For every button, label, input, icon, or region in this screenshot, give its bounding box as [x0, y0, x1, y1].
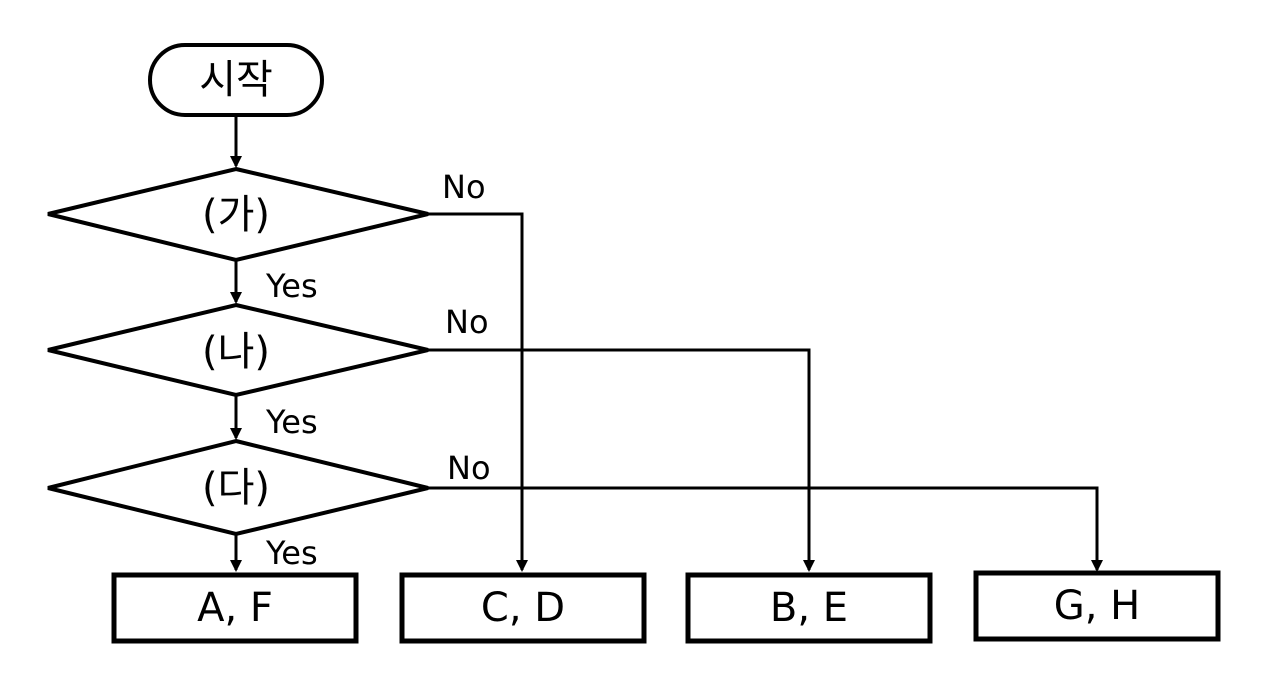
decision-1-label: (가)	[202, 192, 270, 238]
outcome-3-label: B, E	[770, 585, 848, 631]
outcome-1-label: A, F	[197, 585, 273, 631]
decision-1-yes-label: Yes	[265, 267, 318, 305]
edge-decision-2-no	[428, 348, 815, 572]
edge-decision-1-no	[428, 212, 528, 572]
outcome-node-3: B, E	[685, 572, 933, 644]
outcome-2-label: C, D	[481, 585, 565, 631]
decision-2-yes-label: Yes	[265, 403, 318, 441]
start-label: 시작	[199, 57, 273, 103]
decision-2-no-label: No	[445, 303, 489, 341]
outcome-4-label: G, H	[1054, 583, 1141, 629]
decision-3-label: (다)	[202, 465, 270, 511]
outcome-node-1: A, F	[111, 572, 359, 644]
outcome-node-4: G, H	[973, 570, 1221, 642]
decision-1-no-label: No	[442, 168, 486, 206]
decision-3-no-label: No	[447, 449, 491, 487]
decision-node-3: (다)	[47, 438, 429, 537]
outcome-node-2: C, D	[399, 572, 647, 644]
decision-3-yes-label: Yes	[265, 534, 318, 572]
decision-node-2: (나)	[47, 302, 429, 398]
start-node: 시작	[148, 43, 324, 117]
decision-2-label: (나)	[202, 329, 270, 375]
edge-decision-3-no	[428, 486, 1103, 572]
decision-node-1: (가)	[47, 166, 429, 263]
